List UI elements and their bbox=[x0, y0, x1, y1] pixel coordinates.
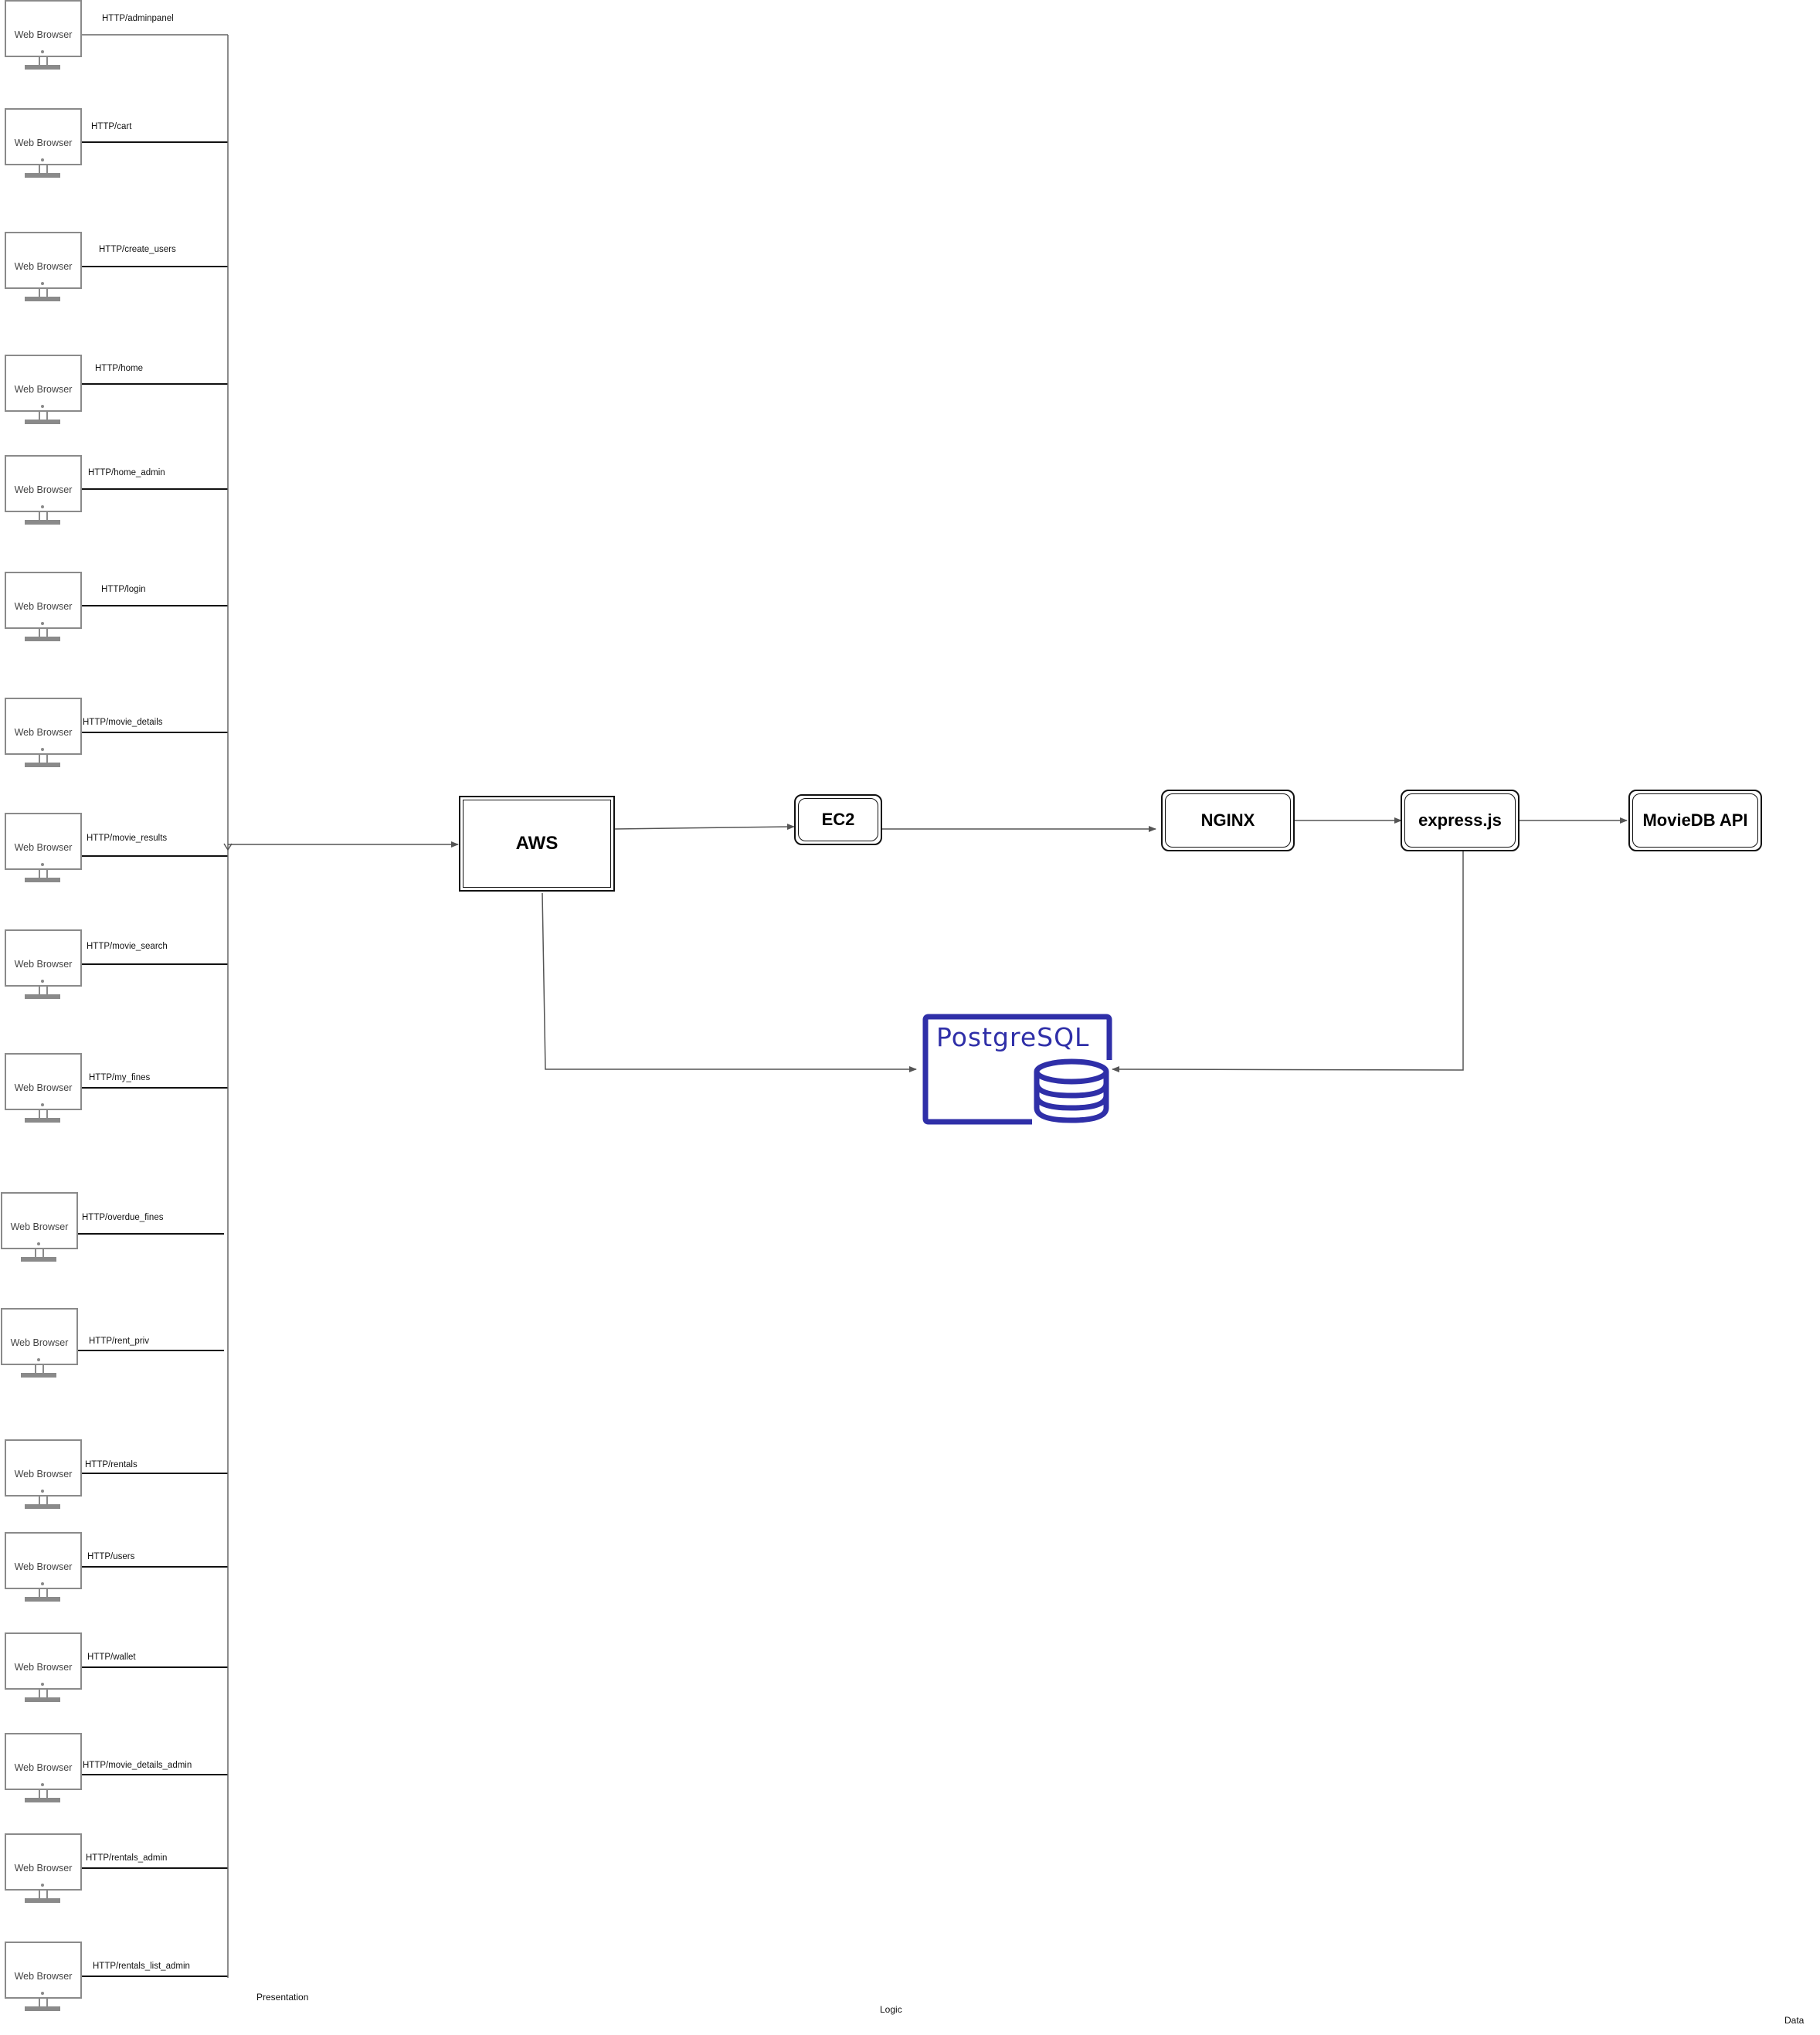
web-browser-label: Web Browser bbox=[14, 29, 73, 40]
route-label: HTTP/movie_details bbox=[83, 718, 163, 727]
database-cylinder-icon bbox=[1034, 1058, 1109, 1123]
bus-junction-chevron bbox=[223, 843, 233, 851]
postgresql-logo-text: PostgreSQL bbox=[936, 1022, 1089, 1052]
web-browser-monitor-icon: Web Browser bbox=[5, 1632, 82, 1704]
aws-to-ec2-arrow bbox=[614, 824, 795, 831]
route-label: HTTP/create_users bbox=[99, 245, 176, 254]
web-browser-label: Web Browser bbox=[14, 484, 73, 495]
route-label: HTTP/rentals_list_admin bbox=[93, 1962, 190, 1971]
route-label: HTTP/users bbox=[87, 1552, 135, 1561]
route-label: HTTP/overdue_fines bbox=[82, 1213, 164, 1222]
aws-label: AWS bbox=[515, 833, 559, 854]
web-browser-label: Web Browser bbox=[14, 1662, 73, 1673]
web-browser-label: Web Browser bbox=[14, 1971, 73, 1982]
web-browser-label: Web Browser bbox=[14, 384, 73, 395]
ec2-label: EC2 bbox=[821, 810, 855, 829]
web-browser-label: Web Browser bbox=[14, 959, 73, 970]
express-node: express.js bbox=[1401, 790, 1519, 851]
moviedb-api-label: MovieDB API bbox=[1642, 810, 1748, 830]
web-browser-monitor-icon: Web Browser bbox=[5, 1439, 82, 1510]
route-label: HTTP/my_fines bbox=[89, 1073, 151, 1082]
tier-label-logic: Logic bbox=[880, 2004, 902, 2015]
web-browser-label: Web Browser bbox=[14, 1469, 73, 1480]
route-label: HTTP/wallet bbox=[87, 1653, 136, 1662]
web-browser-monitor-icon: Web Browser bbox=[5, 1833, 82, 1904]
nginx-node: NGINX bbox=[1161, 790, 1295, 851]
web-browser-label: Web Browser bbox=[14, 842, 73, 853]
route-label: HTTP/rentals_admin bbox=[86, 1853, 168, 1863]
web-browser-monitor-icon: Web Browser bbox=[5, 698, 82, 769]
express-label: express.js bbox=[1418, 810, 1502, 830]
route-label: HTTP/adminpanel bbox=[102, 14, 174, 23]
web-browser-label: Web Browser bbox=[14, 1762, 73, 1773]
web-browser-monitor-icon: Web Browser bbox=[5, 232, 82, 303]
route-label: HTTP/movie_details_admin bbox=[83, 1761, 192, 1770]
web-browser-monitor-icon: Web Browser bbox=[5, 1942, 82, 2013]
ec2-node: EC2 bbox=[794, 794, 882, 845]
web-browser-monitor-icon: Web Browser bbox=[5, 813, 82, 884]
nginx-label: NGINX bbox=[1200, 810, 1255, 830]
web-browser-monitor-icon: Web Browser bbox=[1, 1192, 78, 1263]
web-browser-monitor-icon: Web Browser bbox=[5, 1532, 82, 1603]
route-label: HTTP/login bbox=[101, 585, 146, 594]
web-browser-label: Web Browser bbox=[14, 1863, 73, 1874]
web-browser-label: Web Browser bbox=[14, 1561, 73, 1572]
tier-label-data: Data bbox=[1784, 2015, 1805, 2026]
web-browser-monitor-icon: Web Browser bbox=[5, 108, 82, 179]
web-browser-label: Web Browser bbox=[10, 1337, 69, 1348]
web-browser-monitor-icon: Web Browser bbox=[5, 0, 82, 71]
web-browser-label: Web Browser bbox=[14, 1082, 73, 1093]
web-browser-label: Web Browser bbox=[14, 727, 73, 738]
web-browser-monitor-icon: Web Browser bbox=[5, 1733, 82, 1804]
web-browser-monitor-icon: Web Browser bbox=[5, 455, 82, 526]
route-label: HTTP/home bbox=[95, 364, 143, 373]
express-to-postgres-arrow bbox=[1112, 851, 1464, 1073]
route-label: HTTP/rent_priv bbox=[89, 1337, 149, 1346]
route-label: HTTP/rentals bbox=[85, 1460, 138, 1469]
web-browser-monitor-icon: Web Browser bbox=[5, 572, 82, 643]
route-label: HTTP/movie_results bbox=[87, 834, 168, 843]
web-browser-label: Web Browser bbox=[14, 138, 73, 148]
web-browser-label: Web Browser bbox=[10, 1221, 69, 1232]
web-browser-monitor-icon: Web Browser bbox=[1, 1308, 78, 1379]
aws-to-postgres-arrow bbox=[542, 892, 917, 1072]
web-browser-label: Web Browser bbox=[14, 601, 73, 612]
route-label: HTTP/home_admin bbox=[88, 468, 165, 477]
tier-label-presentation: Presentation bbox=[256, 1992, 309, 2003]
postgresql-logo: PostgreSQL bbox=[922, 1014, 1112, 1125]
web-browser-monitor-icon: Web Browser bbox=[5, 1053, 82, 1124]
aws-node: AWS bbox=[459, 796, 615, 892]
web-browser-label: Web Browser bbox=[14, 261, 73, 272]
moviedb-api-node: MovieDB API bbox=[1628, 790, 1762, 851]
web-browser-monitor-icon: Web Browser bbox=[5, 355, 82, 426]
web-browser-monitor-icon: Web Browser bbox=[5, 929, 82, 1001]
route-label: HTTP/cart bbox=[91, 122, 132, 131]
route-label: HTTP/movie_search bbox=[87, 942, 168, 951]
